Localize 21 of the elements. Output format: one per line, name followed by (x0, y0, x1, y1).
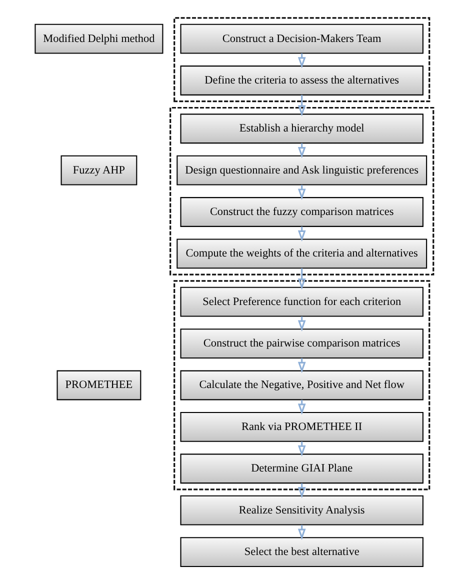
node-box: Determine GIAI Plane (180, 454, 423, 484)
node-box: Construct a Decision-Makers Team (180, 24, 423, 54)
node-box: Modified Delphi method (34, 24, 163, 54)
cluster (173, 280, 430, 490)
node-box: Construct the pairwise comparison matrices (180, 328, 423, 358)
node-box: Fuzzy AHP (60, 155, 137, 186)
node-box: Design questionnaire and Ask linguistic preferences (176, 155, 427, 186)
arrow (297, 95, 306, 116)
node-box: Rank via PROMETHEE II (180, 412, 423, 442)
node-box: Construct the fuzzy comparison matrices (180, 197, 423, 227)
node-box: Select the best alternative (180, 537, 423, 567)
node-box: PROMETHEE (56, 370, 141, 400)
cluster (169, 106, 434, 276)
node-box: Realize Sensitivity Analysis (180, 495, 423, 526)
node-box: Establish a hierarchy model (180, 114, 423, 144)
node-box: Select Preference function for each criterion (180, 286, 423, 317)
node-box: Compute the weights of the criteria and alternatives (176, 238, 427, 269)
cluster (173, 17, 430, 102)
node-box: Define the criteria to assess the alternatives (180, 66, 423, 96)
arrow (297, 268, 306, 290)
node-box: Calculate the Negative, Positive and Net flow (180, 370, 423, 400)
